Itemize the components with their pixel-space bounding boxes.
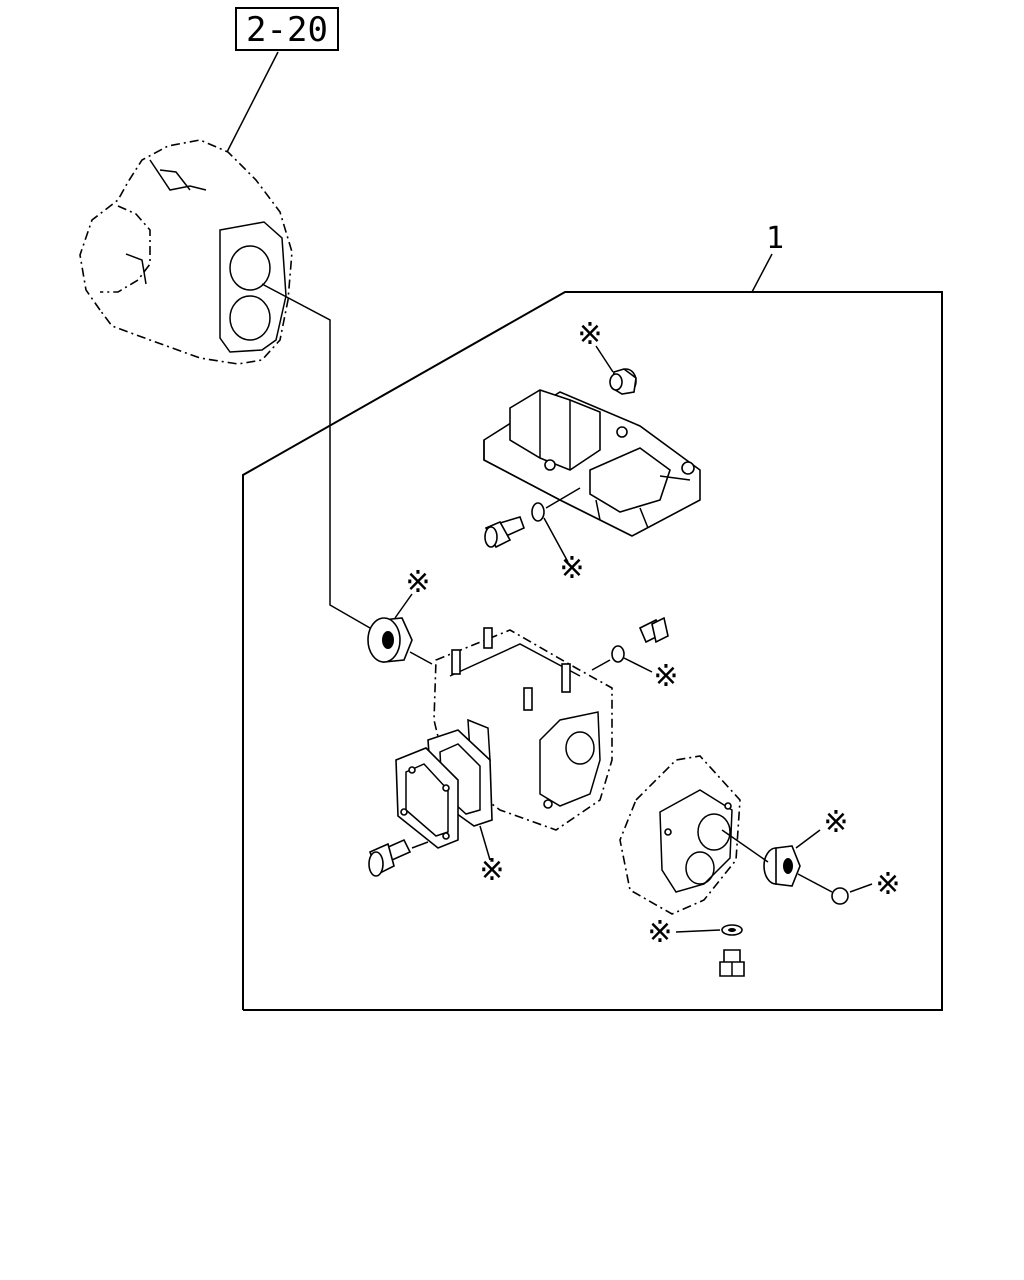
right-washer-link xyxy=(591,659,611,671)
kit-number: 1 xyxy=(766,221,784,256)
shift-cover xyxy=(483,389,701,537)
reference-leader xyxy=(225,51,279,155)
cover-seal-leader xyxy=(795,829,821,849)
gasket-asterisk: ※ xyxy=(479,853,504,888)
upper-bolt xyxy=(484,516,526,549)
clutch-housing xyxy=(79,139,293,365)
right-bolt xyxy=(638,616,669,644)
o-ring-link xyxy=(797,873,833,893)
top-washer-leader xyxy=(543,517,569,563)
o-ring-leader xyxy=(849,883,873,893)
top-seal-leader xyxy=(595,345,614,373)
extension-housing xyxy=(619,755,741,915)
cover-plate xyxy=(395,747,459,849)
bottom-bolt xyxy=(719,949,745,977)
top-washer-asterisk: ※ xyxy=(559,551,584,586)
rear-seal-asterisk: ※ xyxy=(405,565,430,600)
upper-washer-link xyxy=(545,487,581,509)
reference-box[interactable]: 2-20 xyxy=(235,7,339,51)
o-ring xyxy=(831,887,849,905)
upper-washer xyxy=(531,502,545,522)
cover-bolt-leader xyxy=(411,841,429,849)
o-ring-asterisk: ※ xyxy=(875,867,900,902)
bottom-washer-asterisk: ※ xyxy=(647,915,672,950)
cover-bolt xyxy=(368,838,412,877)
top-seal xyxy=(609,368,637,395)
rear-seal-link xyxy=(409,651,433,665)
reference-label: 2-20 xyxy=(246,10,328,50)
top-seal-asterisk: ※ xyxy=(577,317,602,352)
housing-leader xyxy=(261,283,371,629)
right-washer xyxy=(611,645,625,663)
kit-boundary xyxy=(242,291,943,1011)
gasket-leader xyxy=(479,825,491,861)
kit-number-leader xyxy=(751,253,773,293)
right-washer-asterisk: ※ xyxy=(653,659,678,694)
cover-seal xyxy=(763,845,801,887)
rear-seal-leader xyxy=(394,593,413,619)
cover-seal-asterisk: ※ xyxy=(823,805,848,840)
rear-seal xyxy=(367,617,413,663)
right-washer-leader xyxy=(623,657,653,673)
bottom-washer-leader xyxy=(675,929,721,933)
cover-seal-link xyxy=(721,829,769,863)
